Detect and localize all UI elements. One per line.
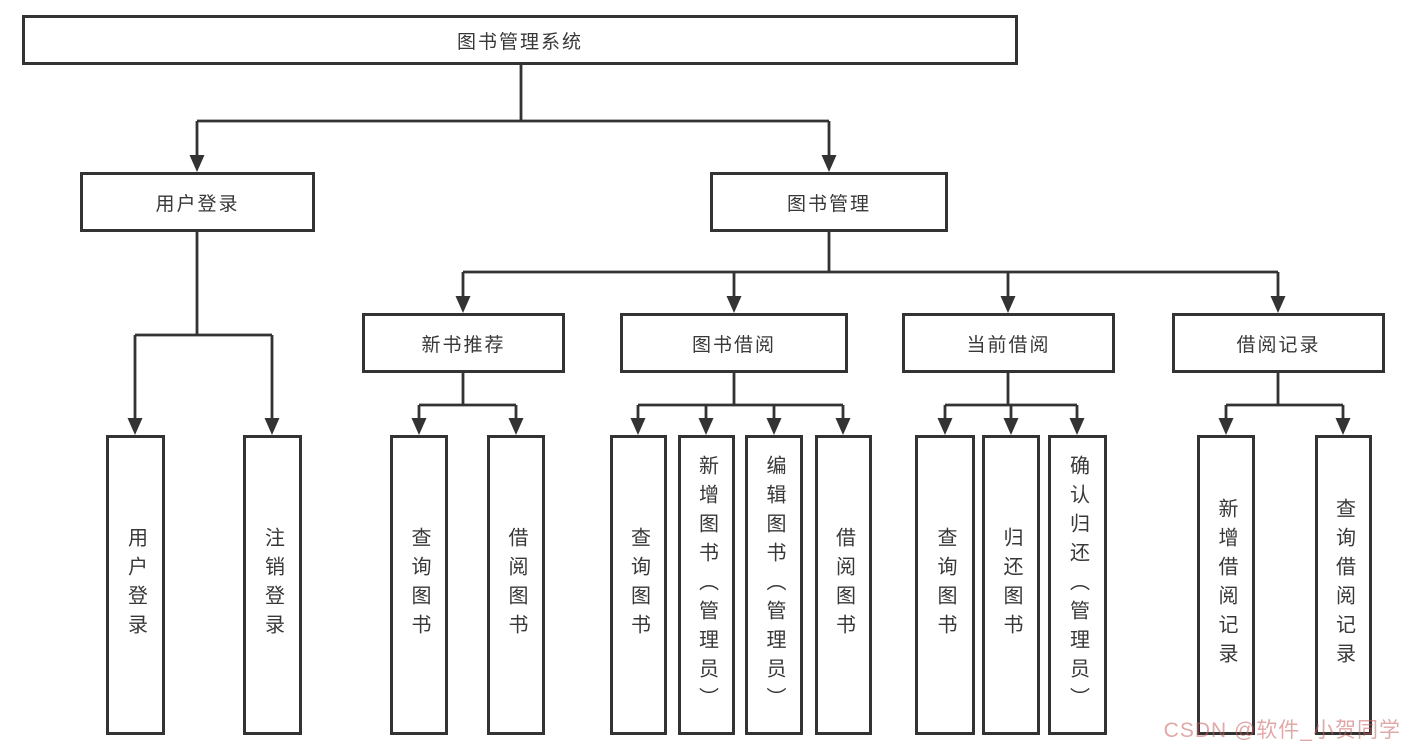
leaf-add-borrow-record: 新增借阅记录 [1197, 435, 1255, 735]
node-book-borrow: 图书借阅 [620, 313, 848, 373]
leaf-user-login: 用户登录 [106, 435, 165, 735]
leaf-return-books: 归还图书 [982, 435, 1040, 735]
leaf-borrow-books-1: 借阅图书 [487, 435, 545, 735]
leaf-query-books-3: 查询图书 [915, 435, 975, 735]
node-book-management: 图书管理 [710, 172, 948, 232]
leaf-query-books-2: 查询图书 [610, 435, 667, 735]
node-current-borrow: 当前借阅 [902, 313, 1115, 373]
node-borrow-records: 借阅记录 [1172, 313, 1385, 373]
leaf-confirm-return-admin: 确认归还（管理员） [1048, 435, 1107, 735]
node-user-login: 用户登录 [80, 172, 315, 232]
leaf-logout-login: 注销登录 [243, 435, 302, 735]
leaf-borrow-books-2: 借阅图书 [815, 435, 872, 735]
node-library-system: 图书管理系统 [22, 15, 1018, 65]
leaf-add-book-admin: 新增图书（管理员） [678, 435, 735, 735]
node-new-book-recommend: 新书推荐 [362, 313, 565, 373]
leaf-query-borrow-record: 查询借阅记录 [1315, 435, 1372, 735]
csdn-watermark: CSDN @软件_小贺同学 [1163, 719, 1401, 742]
leaf-query-books-1: 查询图书 [390, 435, 448, 735]
leaf-edit-book-admin: 编辑图书（管理员） [745, 435, 803, 735]
